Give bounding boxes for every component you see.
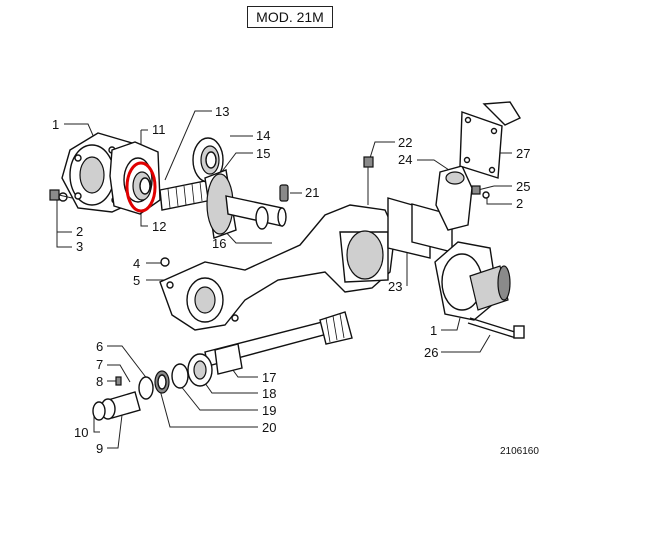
label-10: 10 xyxy=(74,425,88,440)
part-long-bolt xyxy=(467,317,525,339)
label-12: 12 xyxy=(152,219,166,234)
label-2-left: 2 xyxy=(76,224,83,239)
label-3: 3 xyxy=(76,239,83,254)
label-9: 9 xyxy=(96,441,103,456)
part-pinion-shaft xyxy=(159,179,213,211)
part-pin xyxy=(279,184,289,202)
part-bolt-right xyxy=(471,185,495,199)
part-mounting-plate xyxy=(459,101,522,179)
label-21: 21 xyxy=(305,185,319,200)
label-25: 25 xyxy=(516,179,530,194)
part-hub-flange-right xyxy=(434,241,511,321)
part-bolt-washer-left xyxy=(49,189,73,202)
label-19: 19 xyxy=(262,403,276,418)
label-4: 4 xyxy=(133,256,140,271)
label-23: 23 xyxy=(388,279,402,294)
label-22: 22 xyxy=(398,135,412,150)
label-5: 5 xyxy=(133,273,140,288)
label-24: 24 xyxy=(398,152,412,167)
part-bolt-vertical xyxy=(363,156,374,205)
part-rings-lower xyxy=(138,363,189,400)
label-14: 14 xyxy=(256,128,270,143)
label-1-left: 1 xyxy=(52,117,59,132)
label-7: 7 xyxy=(96,357,103,372)
part-bearing-lower xyxy=(187,353,213,387)
label-16: 16 xyxy=(212,236,226,251)
part-bearing-highlighted xyxy=(125,161,157,213)
model-title-box: MOD. 21M xyxy=(247,6,333,28)
label-8: 8 xyxy=(96,374,103,389)
label-18: 18 xyxy=(262,386,276,401)
label-27: 27 xyxy=(516,146,530,161)
callout-labels: 1 2 3 11 12 13 14 15 21 16 22 24 27 25 2… xyxy=(52,104,530,456)
label-2-right: 2 xyxy=(516,196,523,211)
part-bevel-gear xyxy=(204,169,287,239)
label-11: 11 xyxy=(152,122,166,137)
label-20: 20 xyxy=(262,420,276,435)
highlight-circle xyxy=(125,161,157,213)
label-13: 13 xyxy=(215,104,229,119)
drawing-number: 2106160 xyxy=(500,446,539,457)
label-17: 17 xyxy=(262,370,276,385)
label-26: 26 xyxy=(424,345,438,360)
label-1-right: 1 xyxy=(430,323,437,338)
label-15: 15 xyxy=(256,146,270,161)
part-drive-shaft xyxy=(204,311,353,375)
part-axle-housing xyxy=(159,204,396,331)
part-bearing-upper xyxy=(192,137,224,183)
part-bushing-lower xyxy=(92,376,141,421)
label-6: 6 xyxy=(96,339,103,354)
part-bracket xyxy=(435,165,473,231)
